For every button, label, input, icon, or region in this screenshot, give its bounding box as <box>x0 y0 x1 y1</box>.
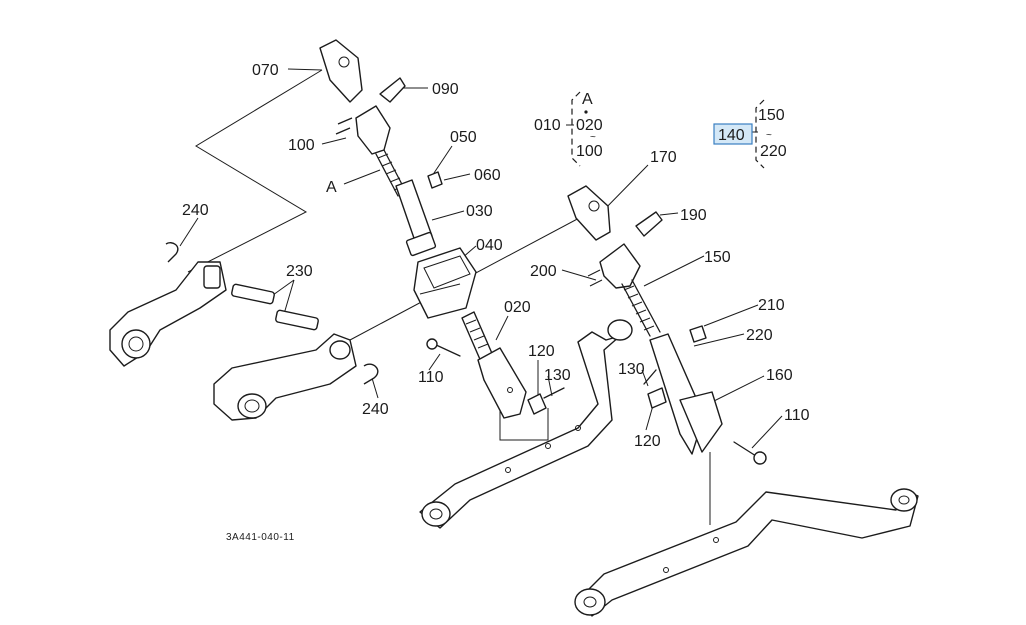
legend-140-bracket <box>752 99 765 169</box>
callout-020: 020 <box>504 299 531 316</box>
lift-rod-left <box>319 39 443 257</box>
callout-210: 210 <box>758 297 785 314</box>
callout-240-upper: 240 <box>182 202 209 219</box>
callout-070: 070 <box>252 62 279 79</box>
legend-a: A 010 020 ~ 100 <box>534 91 603 160</box>
legend-a-letter: A <box>582 91 593 108</box>
drawing-number: 3A441-040-11 <box>226 532 295 543</box>
callout-140-highlight <box>713 123 753 145</box>
callout-090: 090 <box>432 81 459 98</box>
callout-a-ref: A <box>326 179 337 196</box>
pins-230 <box>231 283 319 331</box>
callout-110-right: 110 <box>784 407 810 424</box>
callout-150: 150 <box>704 249 731 266</box>
callout-120-right: 120 <box>634 433 661 450</box>
callout-labels: 070 090 100 050 060 A 030 040 020 120 13… <box>182 62 810 450</box>
callout-050: 050 <box>450 129 477 146</box>
callout-120-left: 120 <box>528 343 555 360</box>
callout-100: 100 <box>288 137 315 154</box>
legend-a-first: 020 <box>576 117 603 134</box>
callout-240-lower: 240 <box>362 401 389 418</box>
lower-rod-020 <box>426 311 565 419</box>
legend-140: 140 150 ~ 220 <box>718 107 787 160</box>
lift-arm-lower <box>213 333 379 421</box>
callout-060: 060 <box>474 167 501 184</box>
callout-190: 190 <box>680 207 707 224</box>
callout-160: 160 <box>766 367 793 384</box>
callout-130-right: 130 <box>618 361 645 378</box>
legend-a-code: 010 <box>534 117 561 134</box>
lower-link-left <box>419 319 633 529</box>
svg-text:~: ~ <box>590 132 596 143</box>
legend-a-bracket <box>571 91 581 167</box>
callout-230: 230 <box>286 263 313 280</box>
lower-link-right <box>574 488 919 617</box>
svg-text:~: ~ <box>766 130 772 141</box>
callout-110-left: 110 <box>418 369 444 386</box>
callout-130-left: 130 <box>544 367 571 384</box>
legend-a-last: 100 <box>576 143 603 160</box>
lift-rod-right <box>567 185 767 465</box>
legend-140-first: 150 <box>758 107 785 124</box>
bracket-040 <box>413 247 477 319</box>
callout-030: 030 <box>466 203 493 220</box>
callout-220: 220 <box>746 327 773 344</box>
callout-170: 170 <box>650 149 677 166</box>
lift-arm-upper <box>109 242 227 367</box>
callout-040: 040 <box>476 237 503 254</box>
legend-140-code: 140 <box>718 127 745 144</box>
callout-200: 200 <box>530 263 557 280</box>
legend-140-last: 220 <box>760 143 787 160</box>
